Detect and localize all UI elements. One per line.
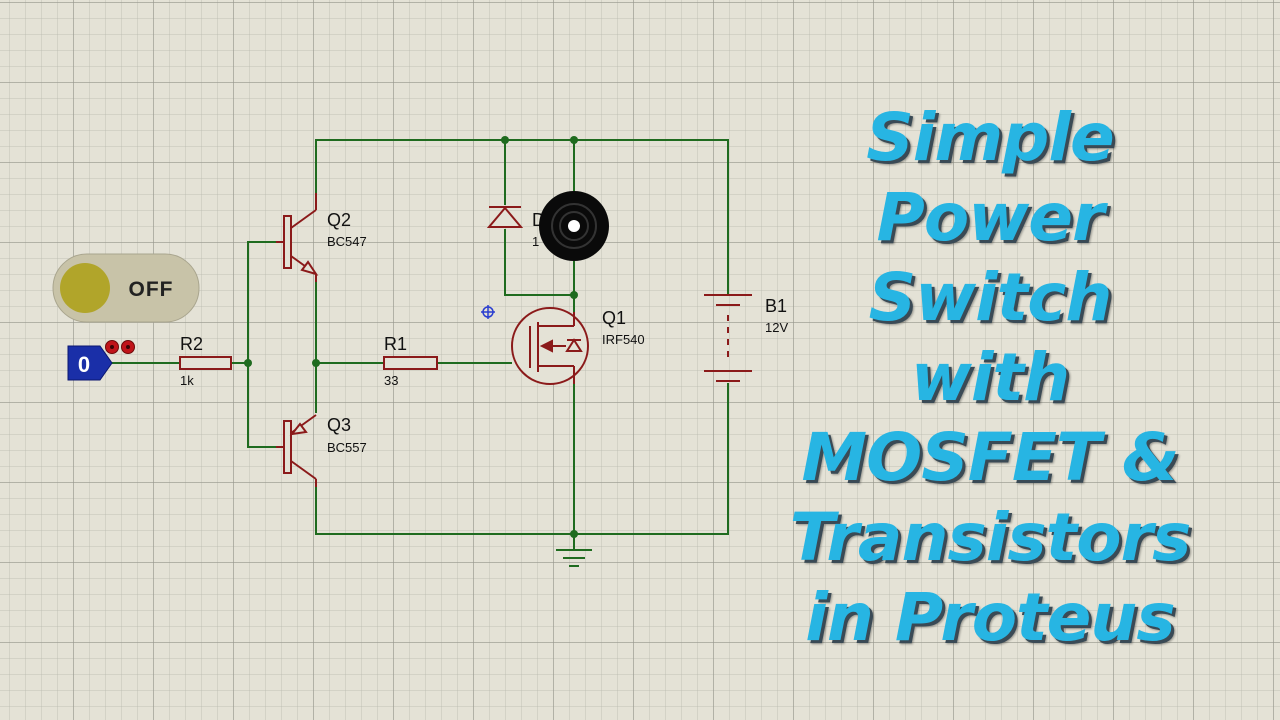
wire-base-bus [247, 241, 276, 448]
r2-ref-label: R2 [180, 334, 203, 354]
crosshair-cursor-icon [481, 305, 495, 319]
video-title: Simple Power Switch with MOSFET & Transi… [770, 98, 1210, 658]
motor-shaft [568, 220, 580, 232]
wire-top-rail [315, 139, 729, 295]
q1-ref-label: Q1 [602, 308, 626, 328]
q3-collector [290, 460, 317, 480]
q2-value-label: BC547 [327, 234, 367, 249]
r2-resistor[interactable] [179, 356, 232, 370]
b1-ref-label: B1 [765, 296, 787, 316]
logic-state-value: 0 [78, 352, 90, 377]
title-line: with [910, 339, 1070, 416]
q2-collector [290, 209, 317, 229]
q1-mosfet[interactable] [511, 307, 589, 385]
title-line: Simple [866, 99, 1115, 176]
logic-probe-dot-center [110, 345, 114, 349]
r2-value-label: 1k [180, 373, 194, 388]
q1-channel-arrow-icon [539, 339, 553, 353]
toggle-knob [60, 263, 110, 313]
title-line: in Proteus [805, 579, 1175, 656]
toggle-state-label: OFF [129, 278, 174, 301]
d1-value-label: 1 [532, 234, 539, 249]
wire-bottom-rail [315, 383, 729, 535]
logic-state-flag [67, 345, 113, 381]
q2-ref-label: Q2 [327, 210, 351, 230]
dc-motor[interactable] [539, 191, 609, 261]
motor-ring [559, 211, 589, 241]
logic-state-source[interactable]: 0 [67, 345, 113, 381]
logic-probe-indicator [105, 340, 135, 354]
title-line: Switch [868, 259, 1113, 336]
r1-ref-label: R1 [384, 334, 407, 354]
junction-dot [570, 136, 578, 144]
d1-diode[interactable] [486, 206, 524, 228]
d1-anode-triangle [486, 206, 524, 228]
b1-value-label: 12V [765, 320, 788, 335]
logic-probe-dot-center [126, 345, 130, 349]
r1-value-label: 33 [384, 373, 398, 388]
r1-resistor[interactable] [383, 356, 438, 370]
q2-npn-transistor[interactable] [276, 193, 319, 282]
title-line: Transistors [789, 499, 1192, 576]
q2-emitter-arrow-icon [300, 260, 319, 276]
title-line: MOSFET & [801, 419, 1179, 496]
b1-battery[interactable] [704, 294, 752, 382]
junction-dot [501, 136, 509, 144]
junction-dot [570, 291, 578, 299]
ground-symbol-icon [556, 549, 592, 567]
q3-value-label: BC557 [327, 440, 367, 455]
q3-emitter-arrow-icon [289, 422, 308, 436]
junction-dot [244, 359, 252, 367]
motor-ring [551, 203, 597, 249]
junctions [244, 136, 578, 538]
q3-ref-label: Q3 [327, 415, 351, 435]
junction-dot [312, 359, 320, 367]
q3-base-bar [283, 420, 292, 474]
q1-body-diode-icon [565, 338, 583, 352]
q3-pnp-transistor[interactable] [276, 414, 317, 487]
q2-base-bar [283, 215, 292, 269]
q1-value-label: IRF540 [602, 332, 645, 347]
junction-dot [570, 530, 578, 538]
wire-diode-bottom [504, 229, 574, 296]
title-line: Power [876, 179, 1105, 256]
power-toggle-switch[interactable]: OFF [52, 253, 200, 323]
wires [112, 139, 729, 550]
